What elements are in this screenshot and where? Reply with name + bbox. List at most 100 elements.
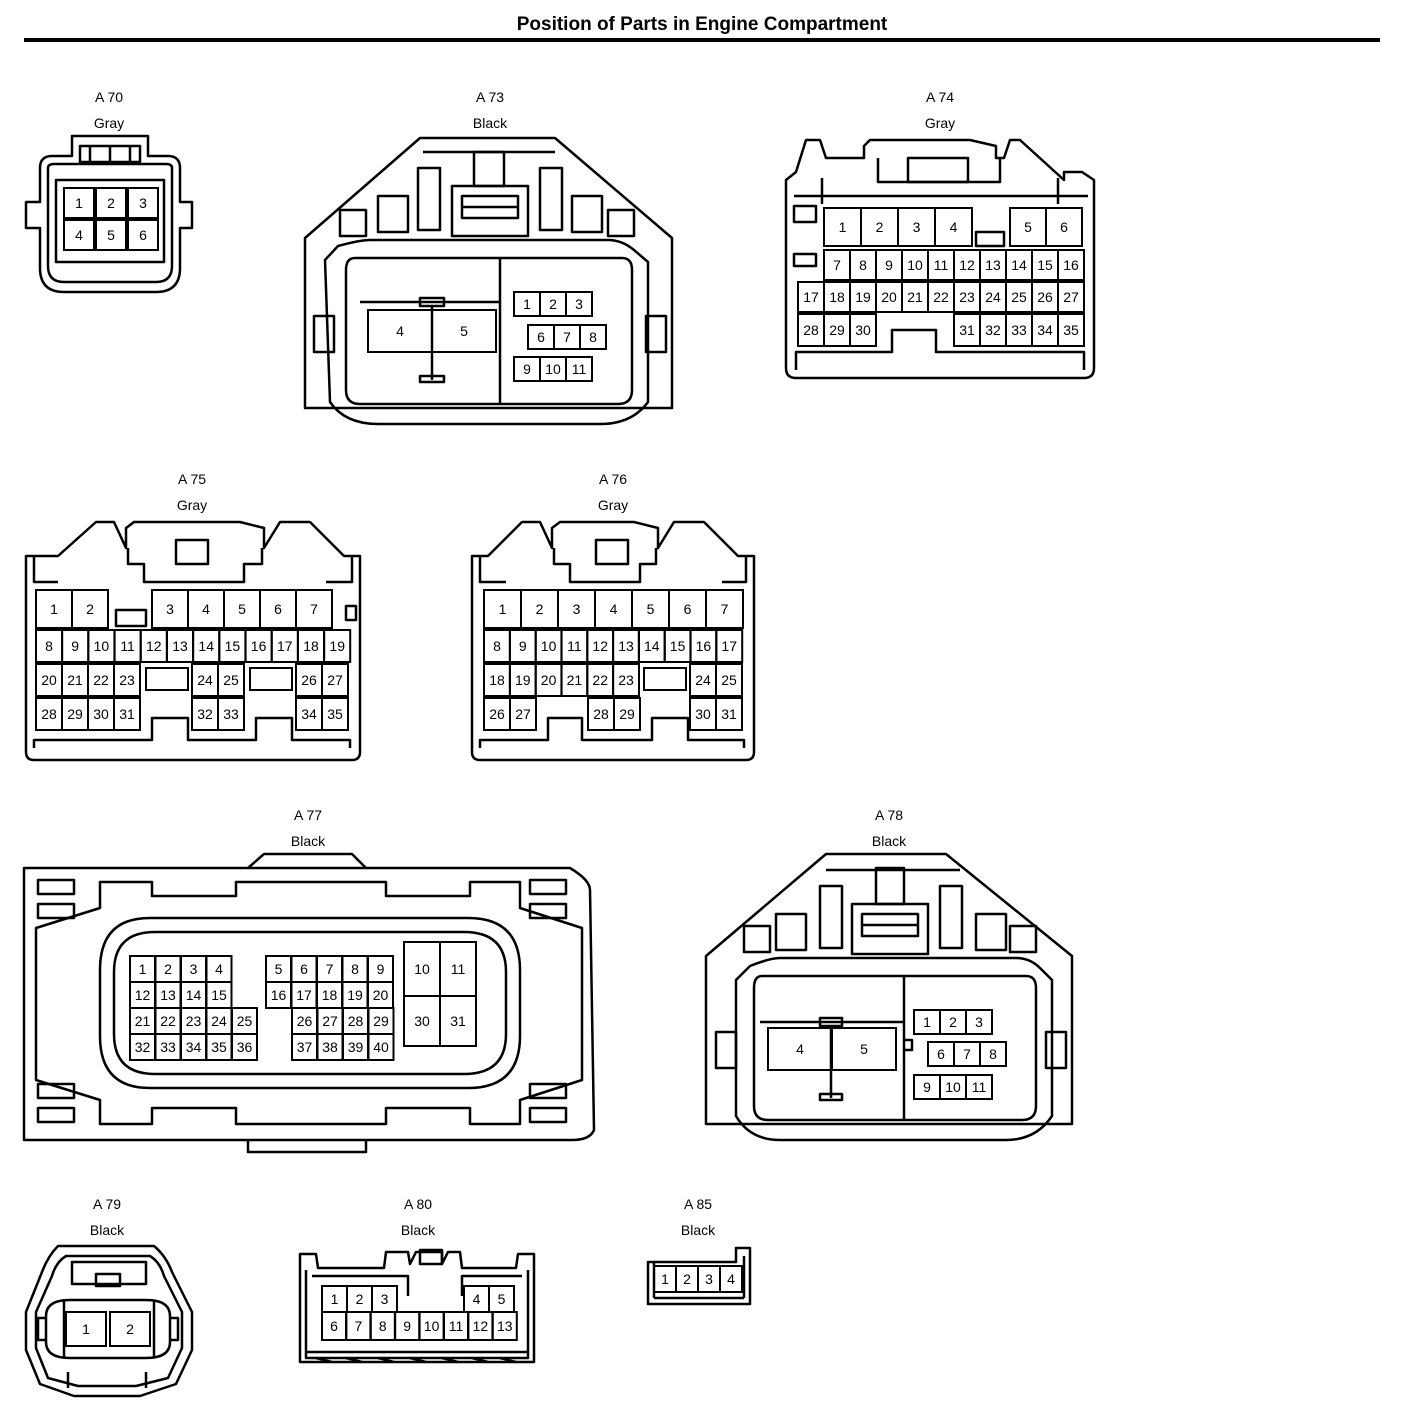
pin-label: 11 (449, 1318, 464, 1334)
pin-label: 4 (610, 601, 618, 617)
pin-label: 1 (331, 1291, 339, 1307)
pin-a76-27: 27 (509, 697, 537, 731)
pin-a80-2: 2 (346, 1285, 373, 1313)
pin-a80-3: 3 (371, 1285, 398, 1313)
connector-id: A 85 (683, 1196, 713, 1212)
pin-label: 13 (985, 257, 1001, 273)
pin-label: 18 (489, 672, 505, 688)
pin-label: 16 (251, 638, 267, 654)
pin-label: 1 (139, 961, 147, 977)
pin-label: 24 (197, 672, 213, 688)
pin-a77-2: 2 (154, 955, 182, 983)
pin-label: 11 (572, 361, 587, 377)
pin-label: 26 (489, 706, 505, 722)
pin-a78-8: 8 (979, 1041, 1007, 1067)
pin-a75-11: 11 (113, 629, 142, 663)
pin-label: 31 (450, 1013, 466, 1029)
pin-label: 29 (619, 706, 635, 722)
pin-label: 8 (379, 1318, 387, 1334)
pin-a75-7: 7 (295, 589, 333, 629)
pin-a76-12: 12 (586, 629, 615, 663)
pin-label: 19 (329, 638, 345, 654)
pin-a74-6: 6 (1045, 207, 1083, 247)
pin-label: 35 (211, 1039, 227, 1055)
connector-a77-housing (22, 852, 596, 1154)
pin-label: 4 (727, 1271, 735, 1287)
pin-a78-9: 9 (913, 1074, 941, 1100)
pin-a77-39: 39 (342, 1033, 369, 1061)
pin-label: 26 (297, 1013, 313, 1029)
pin-label: 23 (186, 1013, 202, 1029)
pin-a76-26: 26 (483, 697, 511, 731)
connector-label-a77: A 77 Black (228, 806, 388, 858)
pin-label: 30 (695, 706, 711, 722)
pin-a75-6: 6 (259, 589, 297, 629)
connector-label-a74: A 74 Gray (860, 88, 1020, 140)
pin-label: 2 (107, 195, 115, 211)
pin-a74-35: 35 (1057, 313, 1085, 347)
pin-a74-21: 21 (901, 281, 929, 313)
pin-a75-8: 8 (35, 629, 63, 663)
pin-label: 25 (223, 672, 239, 688)
pin-label: 4 (202, 601, 210, 617)
connector-a75-housing (24, 520, 362, 762)
pin-label: 4 (215, 961, 223, 977)
pin-a73-3: 3 (565, 291, 593, 317)
pin-label: 33 (1011, 322, 1027, 338)
pin-label: 14 (198, 638, 214, 654)
pin-label: 28 (593, 706, 609, 722)
pin-label: 9 (885, 257, 893, 273)
pin-a75-3: 3 (151, 589, 189, 629)
pin-a78-6: 6 (927, 1041, 955, 1067)
pin-label: 8 (45, 638, 53, 654)
pin-a70-5: 5 (95, 219, 127, 251)
pin-a70-6: 6 (127, 219, 159, 251)
pin-label: 12 (959, 257, 975, 273)
pin-a77-9: 9 (367, 955, 394, 983)
connector-label-a70: A 70 Gray (29, 88, 189, 140)
pin-label: 22 (160, 1013, 176, 1029)
pin-label: 8 (493, 638, 501, 654)
pin-a74-15: 15 (1031, 249, 1059, 281)
connector-id: A 74 (925, 89, 955, 105)
pin-label: 4 (473, 1291, 481, 1307)
pin-label: 10 (424, 1318, 440, 1334)
connector-color: Gray (924, 115, 956, 131)
pin-label: 8 (859, 257, 867, 273)
pin-a74-25: 25 (1005, 281, 1033, 313)
pin-a75-22: 22 (87, 663, 115, 697)
pin-a75-15: 15 (218, 629, 247, 663)
pin-label: 15 (670, 638, 686, 654)
pin-a73-5: 5 (431, 309, 497, 353)
pin-a75-2: 2 (71, 589, 109, 629)
pin-label: 32 (985, 322, 1001, 338)
pin-label: 10 (907, 257, 923, 273)
pin-label: 27 (515, 706, 531, 722)
pin-a76-29: 29 (613, 697, 641, 731)
pin-a76-14: 14 (637, 629, 666, 663)
pin-a77-16: 16 (265, 981, 292, 1009)
pin-label: 2 (356, 1291, 364, 1307)
pin-a77-12: 12 (129, 981, 156, 1009)
pin-label: 14 (1011, 257, 1027, 273)
pin-a75-35: 35 (321, 697, 349, 731)
pin-label: 3 (913, 219, 921, 235)
pin-a77-28: 28 (342, 1007, 369, 1035)
pin-label: 9 (923, 1079, 931, 1095)
pin-label: 12 (592, 638, 608, 654)
pin-a80-6: 6 (321, 1311, 347, 1341)
pin-label: 12 (146, 638, 162, 654)
pin-label: 15 (211, 987, 227, 1003)
pin-label: 28 (41, 706, 57, 722)
pin-label: 21 (135, 1013, 151, 1029)
pin-label: 5 (1024, 219, 1032, 235)
pin-a77-36: 36 (231, 1033, 258, 1061)
pin-a76-2: 2 (520, 589, 559, 629)
pin-a76-7: 7 (705, 589, 744, 629)
pin-label: 6 (1060, 219, 1068, 235)
pin-a73-6: 6 (527, 324, 555, 350)
pin-a76-25: 25 (715, 663, 743, 697)
pin-label: 13 (618, 638, 634, 654)
pin-a80-10: 10 (418, 1311, 445, 1341)
pin-label: 1 (839, 219, 847, 235)
